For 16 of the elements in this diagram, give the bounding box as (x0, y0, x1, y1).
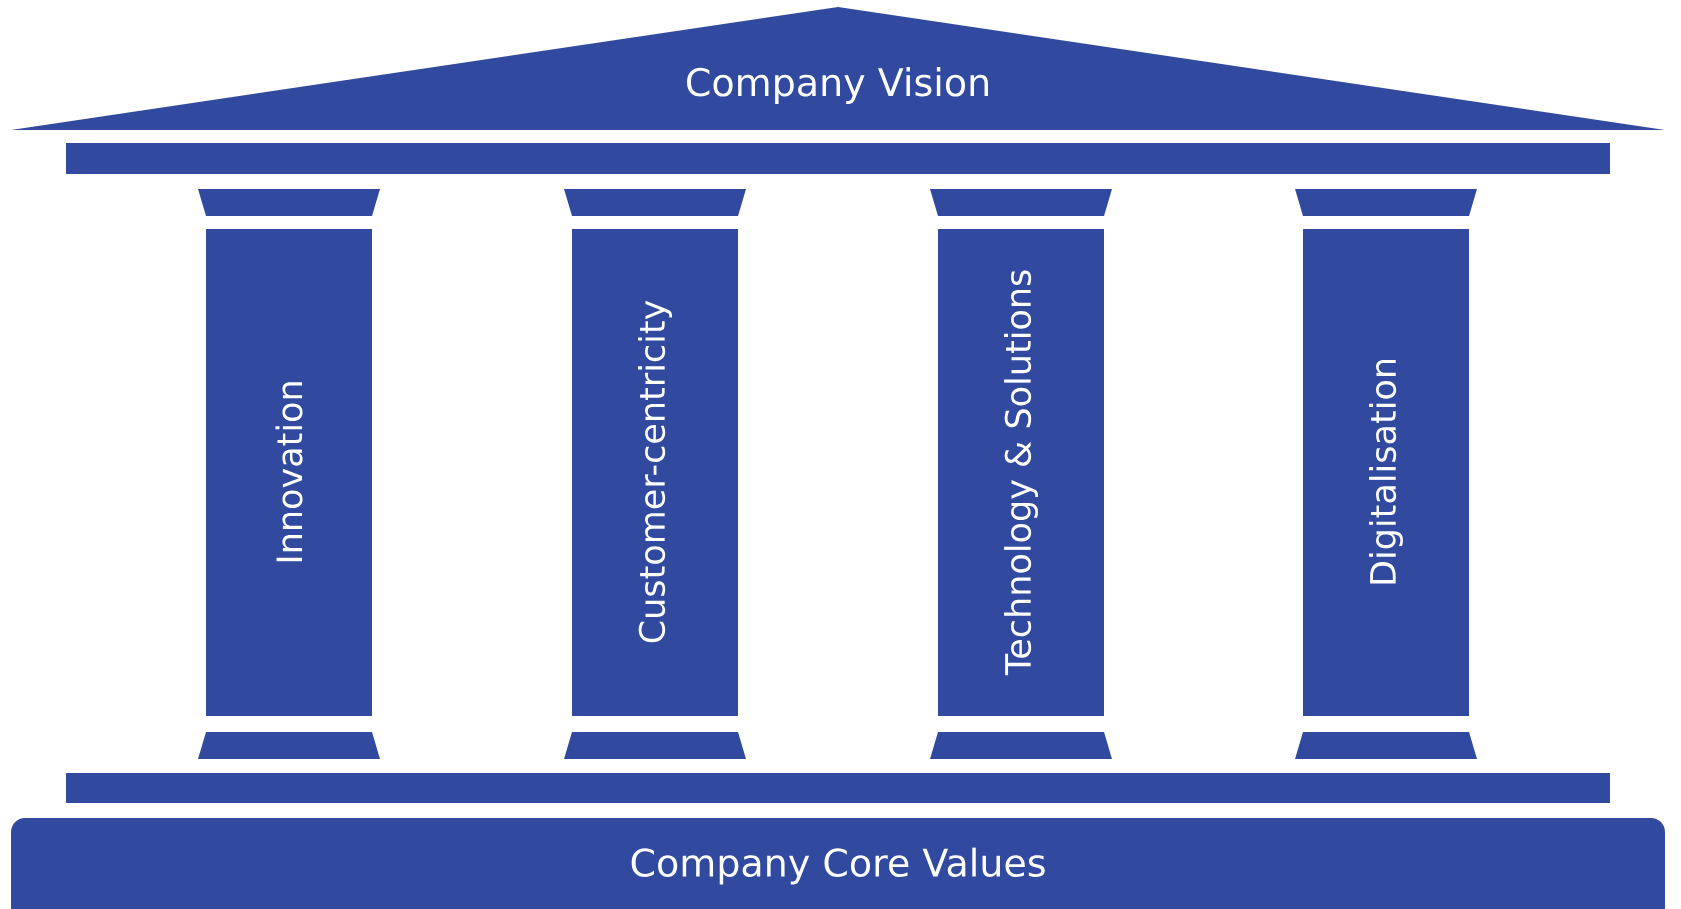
trapezoid-block (1295, 732, 1477, 759)
trapezoid-block (930, 732, 1112, 759)
column-shaft: Technology & Solutions (938, 229, 1104, 716)
foundation-block: Company Core Values (11, 818, 1665, 909)
trapezoid-block (198, 732, 380, 759)
roof-triangle: Company Vision (11, 7, 1665, 130)
trapezoid-block (1295, 189, 1477, 216)
trapezoid-block (564, 732, 746, 759)
trapezoid-block (930, 189, 1112, 216)
column-shaft: Customer-centricity (572, 229, 738, 716)
trapezoid-block (198, 189, 380, 216)
column-shaft: Innovation (206, 229, 372, 716)
column-shaft: Digitalisation (1303, 229, 1469, 716)
trapezoid-block (564, 189, 746, 216)
horizontal-bar (66, 773, 1610, 803)
horizontal-bar (66, 143, 1610, 174)
